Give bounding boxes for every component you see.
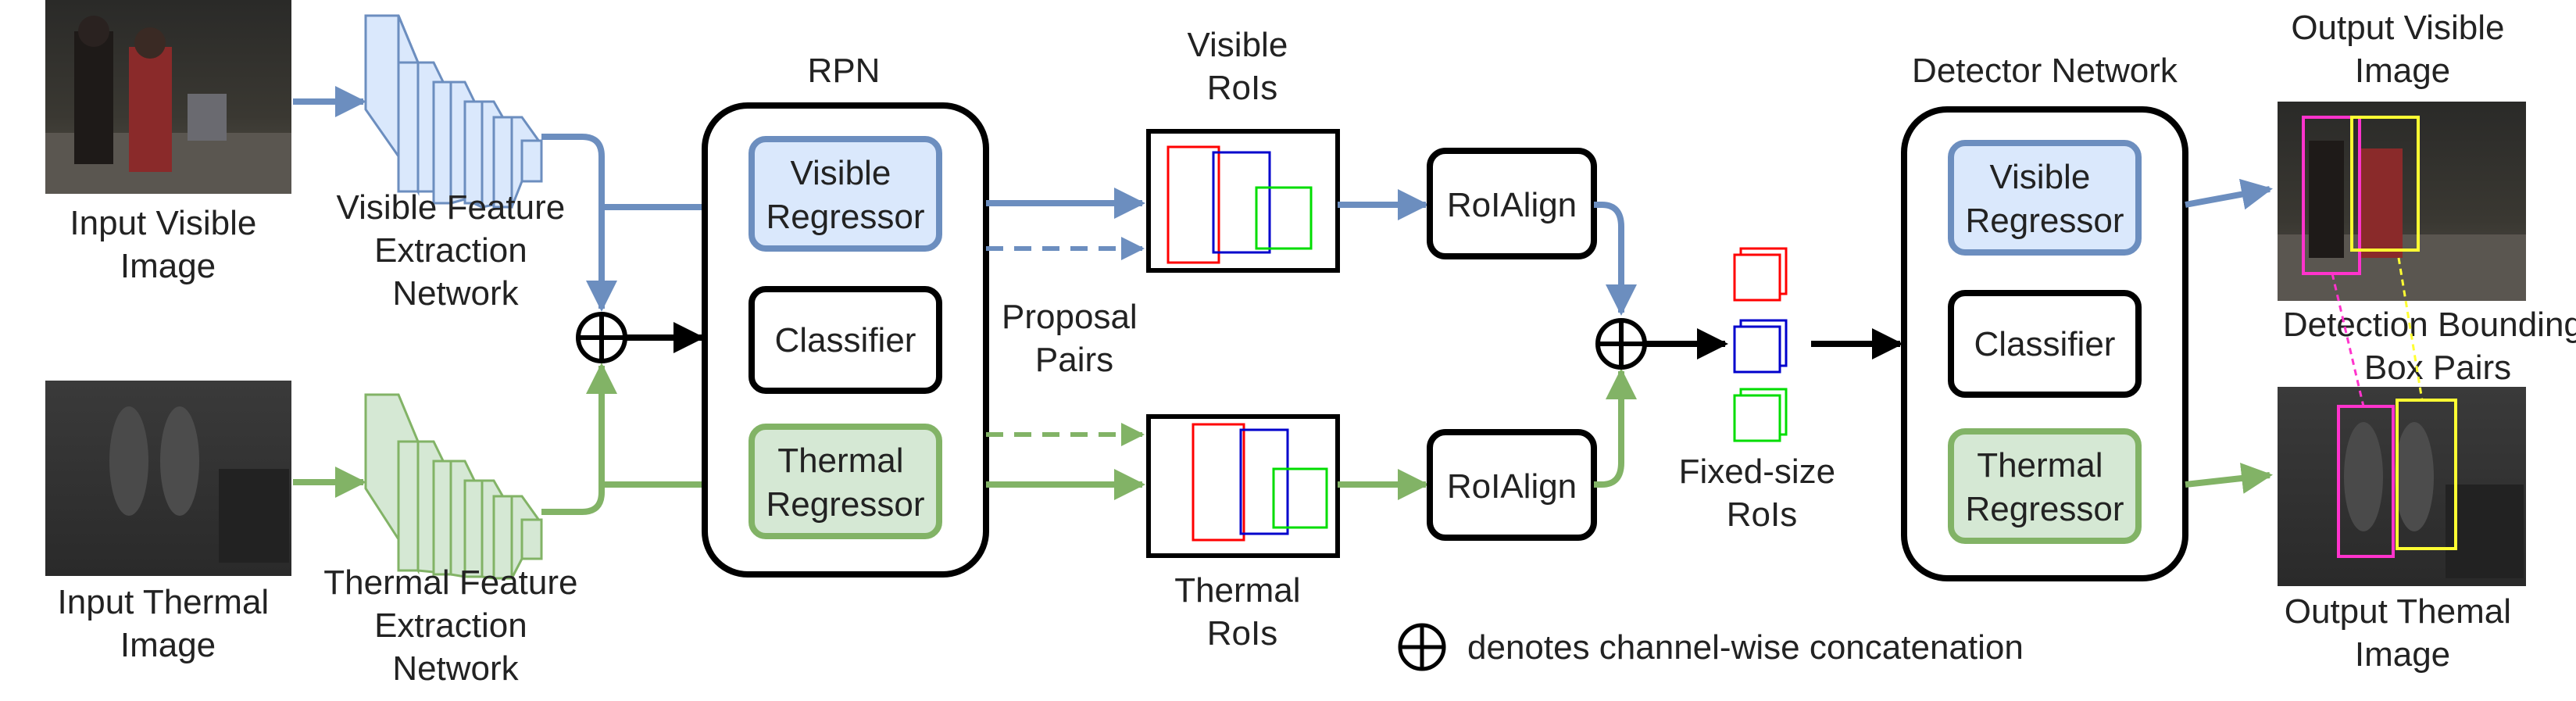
concat-icon-1 [576,312,627,363]
rpn-classifier: Classifier [749,286,942,394]
legend-concat-icon [1398,623,1446,671]
detector-classifier: Classifier [1948,290,2142,398]
pair-connector-magenta [2331,273,2365,407]
output-visible-label: Output Visible Image [2291,9,2513,90]
visible-rois-label: Visible RoIs [1187,26,1297,107]
rpn-visible-regressor: Visible Regressor [749,136,942,252]
svg-text:Visible Regressor: Visible Regressor [1966,158,2124,240]
thermal-rois-label: Thermal RoIs [1174,571,1310,653]
arrow-roialign-top-to-concat [1594,202,1637,316]
visible-feature-extractor [364,14,543,209]
input-visible-label: Input Visible Image [70,204,266,285]
svg-text:Classifier: Classifier [1974,325,2116,363]
input-visible-image [45,0,291,194]
legend-text: denotes channel-wise concatenation [1467,628,2024,667]
rpn-title: RPN [808,52,881,90]
thermal-fe-label: Thermal Feature Extraction Network [323,563,587,688]
fixed-size-rois-icon [1733,247,1788,442]
pair-connector-yellow [2397,257,2424,401]
detector-title: Detector Network [1912,52,2178,90]
thermal-feature-extractor [364,393,543,580]
output-thermal-image [2278,387,2526,586]
visible-fe-label: Visible Feature Extraction Network [337,188,575,313]
arrow-roialign-bottom-to-concat [1594,368,1637,488]
arrow-detector-to-output-thermal [2185,463,2273,494]
proposal-pairs-label: Proposal Pairs [1002,298,1147,379]
output-visible-image [2278,102,2526,301]
svg-text:Classifier: Classifier [775,321,916,359]
detector-visible-regressor: Visible Regressor [1948,140,2142,256]
input-thermal-image [45,381,291,576]
arrow-visible-to-concat [541,134,617,312]
svg-text:Visible Regressor: Visible Regressor [766,154,925,236]
visible-rois-box [1146,129,1340,273]
roialign-bottom: RoIAlign [1427,429,1597,541]
arrow-detector-to-output-visible [2185,178,2273,210]
svg-text:Thermal Regressor: Thermal Regressor [1966,446,2124,528]
output-thermal-label: Output Themal Image [2285,592,2521,674]
svg-text:RoIAlign: RoIAlign [1447,186,1577,224]
roialign-top: RoIAlign [1427,148,1597,259]
rpn-thermal-regressor: Thermal Regressor [749,424,942,539]
concat-icon-2 [1595,318,1647,370]
detection-pairs-label: Detection Bounding Box Pairs [2283,306,2576,387]
thermal-rois-box [1146,414,1340,558]
svg-text:RoIAlign: RoIAlign [1447,467,1577,506]
arrow-thermal-to-concat [541,363,617,515]
detector-thermal-regressor: Thermal Regressor [1948,428,2142,544]
fixed-size-rois-label: Fixed-size RoIs [1679,452,1845,534]
svg-text:Thermal Regressor: Thermal Regressor [766,442,925,524]
input-thermal-label: Input Thermal Image [58,583,279,664]
